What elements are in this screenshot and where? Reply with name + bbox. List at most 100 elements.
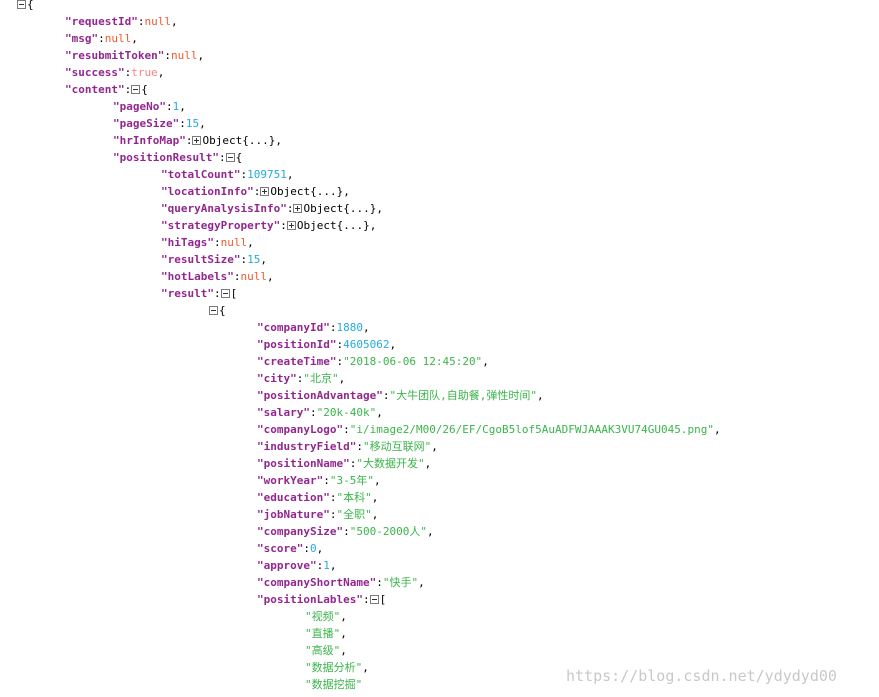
json-punctuation: , <box>340 644 347 657</box>
json-line: "positionName":"大数据开发", <box>257 455 431 472</box>
json-punctuation: , <box>340 627 347 640</box>
json-string: "i/image2/M00/26/EF/CgoB5lof5AuADFWJAAAK… <box>349 423 714 436</box>
json-key: "positionResult" <box>113 151 219 164</box>
json-punctuation: : <box>280 219 287 232</box>
collapse-icon[interactable] <box>369 594 379 604</box>
json-punctuation: , <box>431 440 438 453</box>
collapse-icon[interactable] <box>131 84 141 94</box>
json-key: "workYear" <box>257 474 324 487</box>
json-punctuation: , <box>369 219 377 232</box>
json-punctuation: : <box>323 474 330 487</box>
json-key: "locationInfo" <box>161 185 254 198</box>
collapse-icon[interactable] <box>220 288 230 298</box>
json-key: "positionName" <box>257 457 350 470</box>
json-punctuation: : <box>185 134 193 147</box>
json-punctuation: : <box>137 15 145 28</box>
json-key: "requestId" <box>65 15 138 28</box>
json-line: "resubmitToken":null, <box>65 47 204 64</box>
json-punctuation: : <box>124 83 132 96</box>
json-punctuation: ], <box>257 695 270 697</box>
json-line: "queryAnalysisInfo":Object{...}, <box>161 200 383 217</box>
json-punctuation: : <box>98 32 105 45</box>
json-punctuation: , <box>199 117 206 130</box>
json-punctuation: : <box>303 542 310 555</box>
json-null: null <box>170 49 198 62</box>
json-key: "hrInfoMap" <box>113 134 186 147</box>
json-punctuation: : <box>179 117 186 130</box>
json-punctuation: { <box>27 0 34 11</box>
json-punctuation: , <box>260 253 267 266</box>
json-key: "queryAnalysisInfo" <box>161 202 287 215</box>
json-punctuation: , <box>340 610 347 623</box>
json-key: "jobNature" <box>257 508 330 521</box>
json-punctuation: { <box>235 151 243 164</box>
json-line: "pageNo":1, <box>113 98 186 115</box>
json-line: "score":0, <box>257 540 323 557</box>
json-number: 1880 <box>336 321 363 334</box>
json-null: null <box>104 32 132 45</box>
json-string: "2018-06-06 12:45:20" <box>343 355 483 368</box>
json-key: "totalCount" <box>161 168 241 181</box>
json-punctuation: , <box>371 491 379 504</box>
json-punctuation: : <box>286 202 294 215</box>
json-line: "直播", <box>305 625 347 642</box>
json-punctuation: : <box>124 66 132 79</box>
json-string: "20k-40k" <box>316 406 377 419</box>
json-string: "500-2000人" <box>349 525 427 538</box>
json-punctuation: : <box>309 406 317 419</box>
json-key: "positionId" <box>257 338 337 351</box>
json-punctuation: : <box>296 372 304 385</box>
expand-icon[interactable] <box>192 135 202 145</box>
json-line: "workYear":"3-5年", <box>257 472 381 489</box>
collapse-icon[interactable] <box>225 152 235 162</box>
json-line: "jobNature":"全职", <box>257 506 378 523</box>
json-key: "pageNo" <box>113 100 166 113</box>
json-key: "success" <box>65 66 125 79</box>
json-line: "positionLables":[ <box>257 591 386 608</box>
json-punctuation: , <box>424 457 432 470</box>
json-string: "3-5年" <box>329 474 374 487</box>
json-number: 1 <box>323 559 330 572</box>
json-line: ], <box>257 693 270 697</box>
expand-icon[interactable] <box>293 203 303 213</box>
json-punctuation: , <box>131 32 138 45</box>
json-line: "resultSize":15, <box>161 251 267 268</box>
json-punctuation: { <box>219 304 226 317</box>
json-string: "高级" <box>305 644 341 657</box>
collapse-icon[interactable] <box>209 305 218 315</box>
expand-icon[interactable] <box>286 220 296 230</box>
json-null: null <box>220 236 248 249</box>
json-line: "companyShortName":"快手", <box>257 574 425 591</box>
watermark: https://blog.csdn.net/ydydyd00 <box>566 667 837 685</box>
json-punctuation: : <box>240 253 248 266</box>
json-string: "快手" <box>382 576 419 589</box>
json-key: "hotLabels" <box>161 270 234 283</box>
json-key: "hiTags" <box>161 236 214 249</box>
json-punctuation: , <box>376 202 383 215</box>
json-punctuation: , <box>197 49 205 62</box>
json-punctuation: , <box>376 406 383 419</box>
json-punctuation: : <box>329 321 337 334</box>
json-number: 0 <box>309 542 317 555</box>
json-punctuation: , <box>389 338 397 351</box>
json-punctuation: : <box>382 389 390 402</box>
expand-icon[interactable] <box>260 186 270 196</box>
json-line: "createTime":"2018-06-06 12:45:20", <box>257 353 489 370</box>
collapse-icon[interactable] <box>17 0 26 9</box>
json-line: "industryField":"移动互联网", <box>257 438 438 455</box>
json-key: "resultSize" <box>161 253 241 266</box>
json-boolean: true <box>131 66 158 79</box>
json-punctuation: { <box>141 83 148 96</box>
json-punctuation: : <box>213 236 221 249</box>
json-punctuation: , <box>338 372 346 385</box>
json-line: "requestId":null, <box>65 13 178 30</box>
json-line: "companyLogo":"i/image2/M00/26/EF/CgoB5l… <box>257 421 721 438</box>
json-punctuation: , <box>343 185 350 198</box>
json-key: "msg" <box>65 32 99 45</box>
json-punctuation: , <box>316 542 324 555</box>
json-punctuation: , <box>286 168 294 181</box>
json-punctuation: : <box>356 440 363 453</box>
json-punctuation: , <box>371 508 379 521</box>
json-string: "直播" <box>305 627 341 640</box>
json-key: "score" <box>257 542 304 555</box>
